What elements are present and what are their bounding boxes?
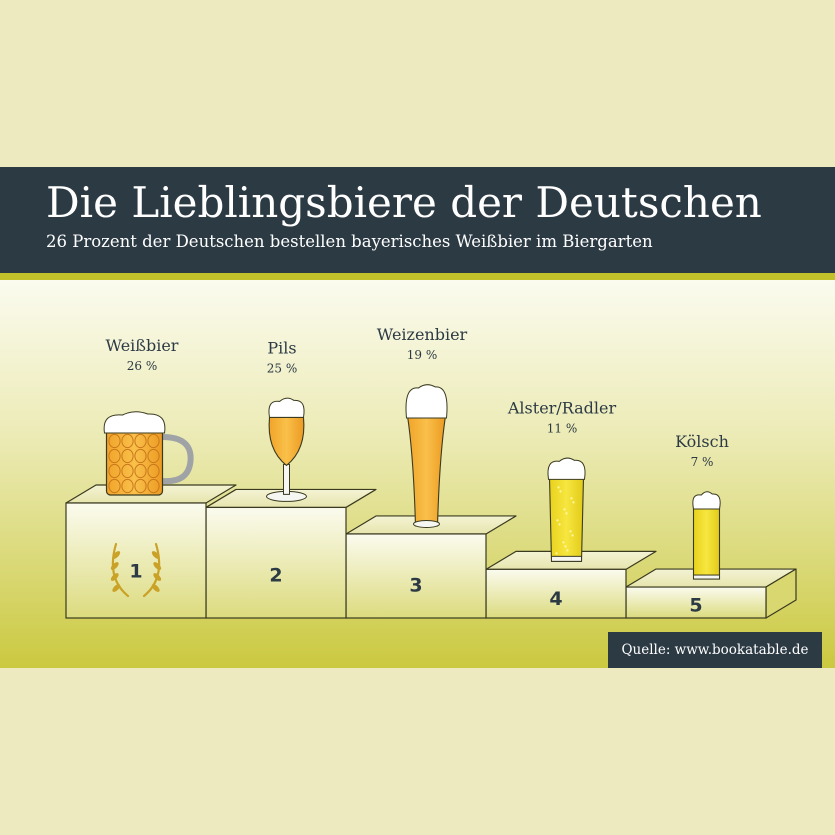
glass-stem xyxy=(283,463,290,495)
mug-dimple xyxy=(147,448,160,464)
beer-bubble xyxy=(558,523,561,526)
category-label: Weizenbier xyxy=(377,325,468,344)
laurel-leaf xyxy=(112,551,121,559)
podium-rank-label: 4 xyxy=(549,588,562,610)
category-label: Weißbier xyxy=(106,336,179,355)
glass-mark xyxy=(692,491,721,580)
beer-bubble xyxy=(571,534,574,537)
beer-bubble xyxy=(569,530,572,533)
mug-dimple xyxy=(121,478,134,494)
beer-bubble xyxy=(555,552,558,555)
glass-mark xyxy=(547,457,586,562)
glass-mark xyxy=(103,411,194,496)
header-accent-line xyxy=(0,273,835,280)
mug-dimple xyxy=(108,433,121,449)
mug-dimple xyxy=(134,448,147,464)
beer-bubble xyxy=(556,519,559,522)
beer-foam xyxy=(547,457,586,480)
beer-bubble xyxy=(566,549,569,552)
source-label: Quelle: www.bookatable.de xyxy=(608,632,822,668)
category-label: Alster/Radler xyxy=(507,398,617,417)
glass-foot xyxy=(551,555,582,562)
beer-bubble xyxy=(559,490,562,493)
header-banner xyxy=(0,167,835,273)
mug-dimple xyxy=(108,478,121,494)
laurel-leaf xyxy=(112,584,121,592)
podium-chart: 5 4 3 2 1 Weißbier 26 % Pils 25 % Weizenbier 19 % A… xyxy=(65,325,797,619)
laurel-leaf xyxy=(110,562,119,570)
laurel-leaf xyxy=(110,573,119,581)
podium-step-front xyxy=(485,568,627,619)
mug-dimple xyxy=(108,448,121,464)
beer-bubble xyxy=(570,497,573,500)
laurel-wreath-icon xyxy=(110,542,162,598)
podium-rank-label: 3 xyxy=(409,575,422,597)
mug-dimple xyxy=(121,463,134,479)
laurel-leaf xyxy=(153,573,162,581)
mug-dimple xyxy=(147,478,160,494)
laurel-branch-left xyxy=(111,542,130,598)
podium-rank-label: 1 xyxy=(129,561,142,583)
podium-step-front xyxy=(65,502,207,619)
beer-bubble xyxy=(565,512,568,515)
beer-bubble xyxy=(564,545,567,548)
value-label: 19 % xyxy=(407,348,438,362)
podium-step: 2 xyxy=(205,488,377,619)
podium-step: 3 xyxy=(345,515,517,619)
beer-foam xyxy=(692,491,721,510)
podium-step: 1 xyxy=(65,484,237,619)
beer-body xyxy=(692,506,721,580)
glass-mark xyxy=(405,384,448,528)
category-label: Kölsch xyxy=(675,432,729,451)
page-title: Die Lieblingsbiere der Deutschen xyxy=(46,178,762,227)
laurel-leaf xyxy=(151,551,160,559)
podium-step-front xyxy=(345,533,487,619)
laurel-leaf xyxy=(151,584,160,592)
mug-dimple xyxy=(134,478,147,494)
beer-body xyxy=(406,415,447,527)
value-label: 11 % xyxy=(547,421,578,435)
category-label: Pils xyxy=(267,338,296,357)
podium-step-front xyxy=(205,506,347,619)
mug-dimple xyxy=(121,448,134,464)
beer-body xyxy=(268,416,305,467)
value-label: 26 % xyxy=(127,359,158,373)
glass-mark xyxy=(266,397,307,502)
podium-step-front xyxy=(625,586,767,619)
value-label: 25 % xyxy=(267,361,298,375)
chart-panel: 5 4 3 2 1 Weißbier 26 % Pils 25 % Weizenbier 19 % A… xyxy=(0,280,835,668)
podium-rank-label: 5 xyxy=(689,595,702,617)
beer-body xyxy=(548,476,585,562)
laurel-branch-right xyxy=(142,542,161,598)
glass-foot xyxy=(693,574,720,580)
beer-bubble xyxy=(563,508,566,511)
beer-bubble xyxy=(557,486,560,489)
mug-dimple xyxy=(134,463,147,479)
mug-dimple xyxy=(134,433,147,449)
glass-foot xyxy=(413,519,440,528)
beer-foam xyxy=(405,384,448,419)
beer-bubble xyxy=(562,541,565,544)
value-label: 7 % xyxy=(691,455,714,469)
mug-handle xyxy=(162,434,194,485)
mug-dimple xyxy=(147,463,160,479)
mug-dimple xyxy=(108,463,121,479)
podium-rank-label: 2 xyxy=(269,564,282,586)
mug-dimple xyxy=(147,433,160,449)
beer-bubble xyxy=(572,501,575,504)
beer-foam xyxy=(268,397,305,418)
mug-dimple xyxy=(121,433,134,449)
beer-foam xyxy=(103,411,166,434)
page-subtitle: 26 Prozent der Deutschen bestellen bayer… xyxy=(46,232,653,251)
laurel-leaf xyxy=(153,562,162,570)
